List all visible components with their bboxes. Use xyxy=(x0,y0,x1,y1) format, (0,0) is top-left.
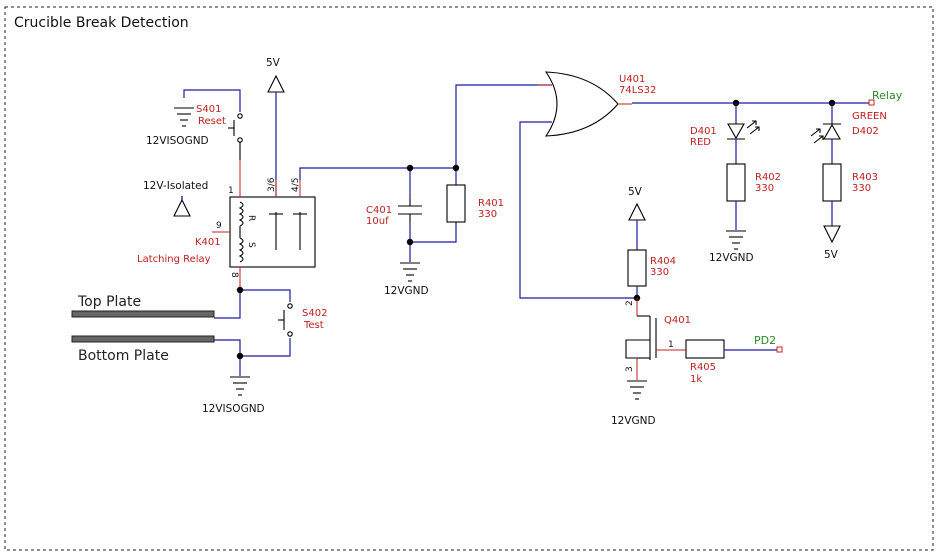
r405-resistor[interactable] xyxy=(680,339,778,359)
wire-q401-to-u401 xyxy=(519,121,637,299)
coil-r-label: R xyxy=(246,215,256,221)
ground-12visognd-bottom-symbol xyxy=(230,376,250,396)
gnd-label-12vgnd-c401: 12VGND xyxy=(384,285,429,297)
k401-value: Latching Relay xyxy=(137,254,211,265)
r401-ref: R401 xyxy=(478,198,504,209)
bottom-plate-bar xyxy=(71,335,215,343)
q401-pin2-label: 2 xyxy=(625,300,635,306)
d402-value: GREEN xyxy=(852,111,887,122)
power-5v-top-label: 5V xyxy=(266,57,281,69)
u401-ref: U401 xyxy=(619,74,645,85)
power-5v-right-label: 5V xyxy=(824,249,839,261)
junction-c401-bottom xyxy=(406,238,414,246)
d402-green-led[interactable] xyxy=(810,103,841,164)
gnd-label-12vgnd-q401: 12VGND xyxy=(611,415,656,427)
wire-plate-network xyxy=(214,289,291,376)
gnd-label-12visognd-bottom: 12VISOGND xyxy=(202,403,265,415)
top-plate-bar xyxy=(71,310,215,318)
power-5v-right-symbol xyxy=(823,225,841,244)
d401-value: RED xyxy=(690,137,711,148)
r404-resistor[interactable] xyxy=(627,249,647,298)
s401-value: Reset xyxy=(198,116,226,127)
top-plate-label: Top Plate xyxy=(77,294,141,310)
net-label-pd2: PD2 xyxy=(754,334,776,347)
c401-ref: C401 xyxy=(366,205,392,216)
u401-or-gate[interactable] xyxy=(538,71,632,137)
r401-resistor[interactable] xyxy=(446,184,466,223)
q401-mosfet[interactable] xyxy=(625,298,680,380)
c401-capacitor[interactable] xyxy=(398,198,422,222)
power-5v-mid-label: 5V xyxy=(628,186,643,198)
d401-red-led[interactable] xyxy=(727,103,760,164)
r404-ref: R404 xyxy=(650,256,676,267)
junction-c401-top xyxy=(406,164,414,172)
k401-ref: K401 xyxy=(195,237,221,248)
k401-pin9-label: 9 xyxy=(216,221,222,231)
r402-ref: R402 xyxy=(755,172,781,183)
net-port-pd2[interactable] xyxy=(776,346,783,353)
s402-value: Test xyxy=(303,320,324,331)
power-5v-top-symbol xyxy=(267,74,285,196)
r404-value: 330 xyxy=(650,267,669,278)
s402-ref: S402 xyxy=(302,308,327,319)
k401-pin36-label: 3/6 xyxy=(267,177,277,192)
gnd-label-12visognd-top: 12VISOGND xyxy=(146,135,209,147)
ground-12vgnd-q401-symbol xyxy=(627,380,647,400)
c401-value: 10uf xyxy=(366,216,389,227)
u401-value: 74LS32 xyxy=(619,85,656,96)
r403-resistor[interactable] xyxy=(822,163,842,226)
junction-r401-top xyxy=(452,164,460,172)
k401-pin1-label: 1 xyxy=(228,186,234,196)
r403-value: 330 xyxy=(852,183,871,194)
power-12v-isolated-label: 12V-Isolated xyxy=(143,180,208,192)
net-port-relay[interactable] xyxy=(868,99,875,106)
q401-ref: Q401 xyxy=(664,315,691,326)
q401-pin1-label: 1 xyxy=(668,340,674,350)
junction-k401-pin8 xyxy=(236,286,244,294)
q401-pin3-label: 3 xyxy=(625,366,635,372)
power-5v-mid-symbol xyxy=(628,202,646,250)
ground-12vgnd-c401-symbol xyxy=(400,262,420,282)
s401-ref: S401 xyxy=(196,104,221,115)
r403-ref: R403 xyxy=(852,172,878,183)
net-label-relay: Relay xyxy=(872,89,903,102)
sheet-title: Crucible Break Detection xyxy=(14,15,189,31)
bottom-plate-label: Bottom Plate xyxy=(78,348,169,364)
gnd-label-12vgnd-d401: 12VGND xyxy=(709,252,754,264)
sheet-frame xyxy=(4,6,934,551)
r402-resistor[interactable] xyxy=(726,163,746,230)
d401-ref: D401 xyxy=(690,126,717,137)
ground-12vgnd-d401-symbol xyxy=(726,230,746,250)
s402-test-switch[interactable] xyxy=(278,303,293,337)
k401-pin45-label: 4/5 xyxy=(291,178,301,192)
r401-value: 330 xyxy=(478,209,497,220)
d402-ref: D402 xyxy=(852,126,879,137)
coil-s-label: S xyxy=(246,242,256,248)
k401-pin8-label: 8 xyxy=(229,272,239,278)
r405-value: 1k xyxy=(690,374,702,385)
junction-bottom-plate xyxy=(236,352,244,360)
s401-reset-switch[interactable] xyxy=(174,89,243,160)
k401-latching-relay[interactable]: R S xyxy=(212,160,316,290)
r402-value: 330 xyxy=(755,183,774,194)
wire-relay-to-u401 xyxy=(299,84,552,262)
r405-ref: R405 xyxy=(690,362,716,373)
